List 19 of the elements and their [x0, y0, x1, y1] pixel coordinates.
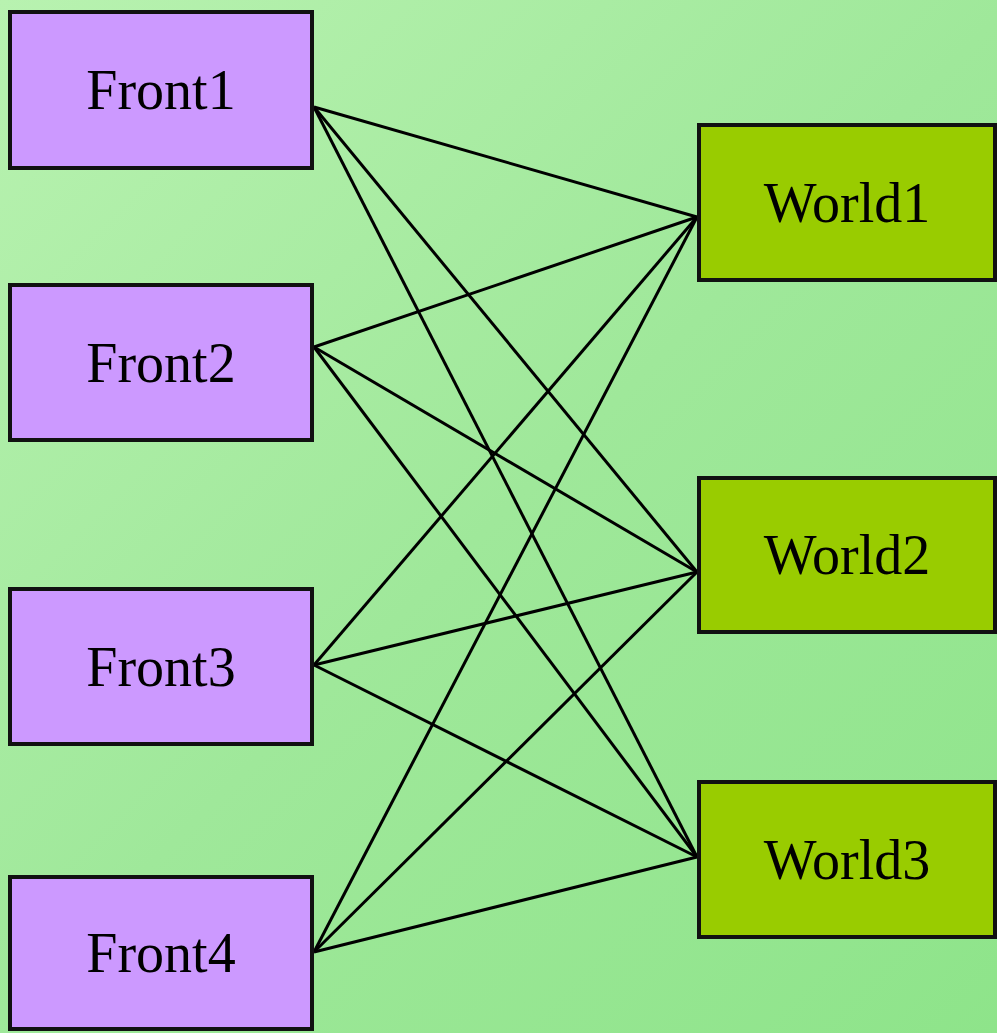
connector-line: [313, 570, 698, 667]
box-label: Front3: [86, 638, 236, 695]
box-label: World2: [763, 527, 931, 583]
process-box: [8, 587, 314, 746]
box-label: World3: [763, 831, 931, 888]
process-box: [697, 780, 997, 939]
process-box: [8, 875, 314, 1031]
connector-line: [313, 215, 698, 349]
process-box: [697, 123, 997, 282]
process-box: [8, 283, 314, 442]
connector-line: [313, 105, 698, 219]
connector-line: [313, 663, 698, 859]
box-label: World1: [763, 174, 931, 231]
process-box: [697, 476, 997, 634]
process-box: [8, 10, 314, 170]
box-label: Front2: [86, 334, 236, 391]
connector-line: [313, 855, 698, 954]
box-label: Front4: [86, 925, 236, 981]
box-label: Front1: [86, 62, 236, 118]
